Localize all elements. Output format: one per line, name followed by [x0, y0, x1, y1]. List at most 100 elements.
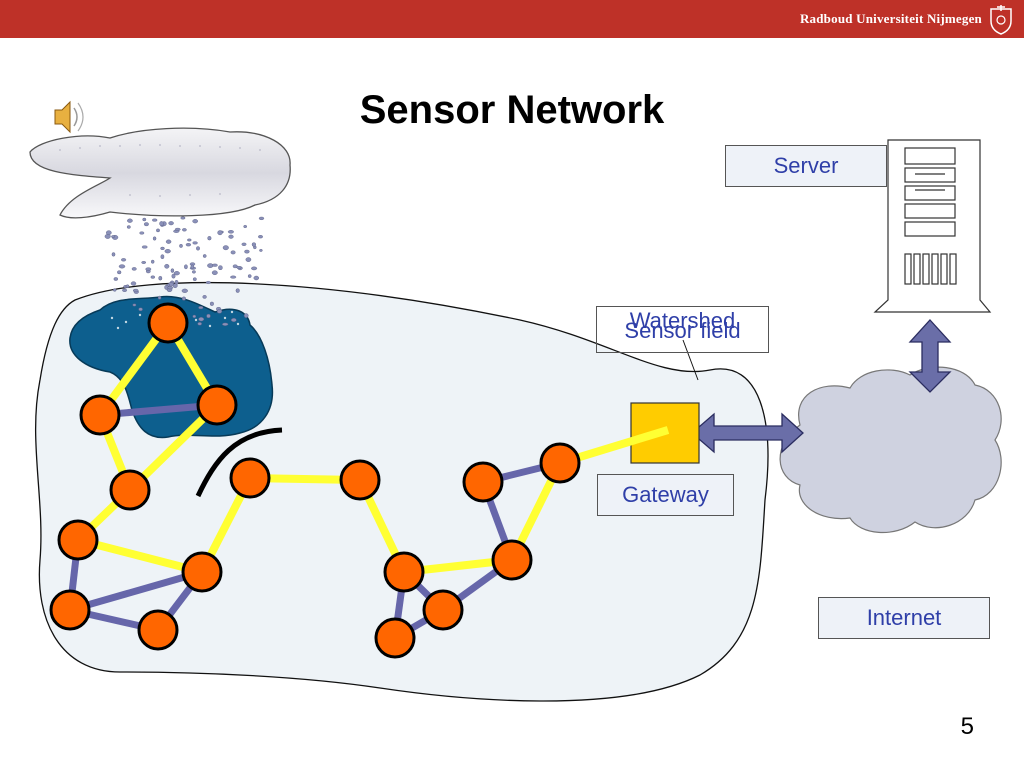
sensor-field-pointer — [682, 339, 699, 381]
rain-drop — [227, 230, 234, 234]
rain-drop — [113, 277, 119, 281]
sensor-node — [109, 469, 151, 511]
watershed-text: Watershed — [629, 308, 736, 333]
rain-drop — [181, 296, 186, 301]
rain-drop — [168, 221, 174, 226]
rain-drop — [216, 308, 223, 314]
rain-drop — [190, 264, 195, 269]
rain-drop — [192, 241, 198, 245]
header-bar: Radboud Universiteit Nijmegen — [0, 0, 1024, 38]
rain-drop — [121, 258, 127, 262]
rain-drop — [112, 288, 117, 292]
page-title: Sensor Network — [359, 88, 665, 132]
rain-drop — [245, 257, 252, 262]
university-seal-icon — [990, 5, 1012, 35]
sensor-node — [462, 461, 504, 503]
gateway-device — [630, 402, 700, 464]
rain-drop — [198, 317, 205, 322]
rain-drop — [118, 264, 126, 269]
rain-drop — [251, 242, 256, 247]
internet-cloud-icon — [779, 366, 1002, 534]
server-internet-arrow — [908, 319, 952, 393]
server-label: Server — [725, 145, 887, 187]
rain-drop — [197, 322, 202, 326]
watershed-label: Watershed Sensor field — [596, 306, 769, 353]
rain-drop — [158, 276, 163, 281]
sensor-node — [79, 394, 121, 436]
rain-drop — [150, 259, 155, 264]
rain-drop — [160, 246, 165, 250]
rain-drop — [159, 221, 164, 227]
rain-drop — [138, 307, 143, 312]
rain-drop — [235, 288, 240, 293]
rain-drop — [139, 231, 145, 235]
rain-drop — [209, 301, 214, 306]
gateway-label: Gateway — [597, 474, 734, 516]
rain-drop — [173, 271, 180, 276]
rain-drop — [127, 218, 133, 223]
rain-drop — [126, 225, 131, 229]
sensor-node — [181, 551, 223, 593]
rain-drop — [218, 265, 223, 271]
rain-drop — [170, 268, 175, 273]
brand-name: Radboud Universiteit Nijmegen — [799, 11, 982, 26]
sensor-node — [491, 539, 533, 581]
rain-drop — [142, 217, 147, 222]
sensor-node — [539, 442, 581, 484]
rain-drop — [179, 243, 183, 248]
sensor-node — [339, 459, 381, 501]
rain-drop — [192, 314, 197, 318]
sensor-field-text: Sensor field — [624, 318, 741, 343]
server-icon — [873, 139, 992, 313]
rain-drop — [207, 236, 212, 241]
boundary-arc — [195, 427, 283, 498]
rain-drop — [241, 242, 247, 246]
page-number: 5 — [960, 713, 974, 740]
rain-drop — [258, 235, 263, 239]
rain-drop — [217, 230, 223, 236]
rain-drops — [104, 216, 265, 326]
rain-drop — [205, 281, 211, 285]
rain-drop — [196, 246, 200, 251]
rain-drop — [143, 222, 149, 227]
rain-cloud-icon — [29, 127, 291, 219]
rain-drop — [230, 250, 236, 255]
rain-drop — [164, 249, 171, 254]
sensor-node — [137, 609, 179, 651]
sensor-node — [196, 384, 238, 426]
rain-drop — [243, 224, 247, 228]
secondary-link — [69, 568, 203, 614]
rain-drop — [244, 249, 250, 254]
rain-drop — [202, 295, 207, 299]
rain-drop — [198, 306, 204, 310]
sensor-node — [422, 589, 464, 631]
rain-drop — [167, 286, 174, 290]
rain-drop — [117, 270, 122, 275]
sensor-node — [147, 302, 189, 344]
sensor-node — [229, 457, 271, 499]
sensor-node — [57, 519, 99, 561]
rain-drop — [206, 313, 211, 319]
rain-drop — [111, 252, 116, 257]
rain-drop — [141, 245, 148, 249]
rain-drop — [191, 270, 196, 274]
rain-drop — [145, 267, 152, 271]
rain-drop — [157, 295, 162, 300]
speaker-icon — [54, 100, 84, 134]
primary-link — [77, 536, 203, 576]
internet-label: Internet — [818, 597, 990, 639]
rain-drop — [211, 270, 218, 276]
rain-drop — [228, 234, 234, 239]
rain-drop — [141, 261, 146, 264]
rain-drop — [243, 313, 249, 318]
rain-drop — [230, 275, 237, 279]
rain-drop — [172, 283, 178, 289]
rain-drop — [164, 263, 170, 269]
rain-drop — [150, 275, 156, 279]
rain-drop — [174, 227, 181, 231]
rain-drop — [202, 254, 207, 258]
rain-drop — [152, 218, 158, 222]
rain-drop — [111, 235, 115, 239]
rain-drop — [181, 288, 188, 293]
